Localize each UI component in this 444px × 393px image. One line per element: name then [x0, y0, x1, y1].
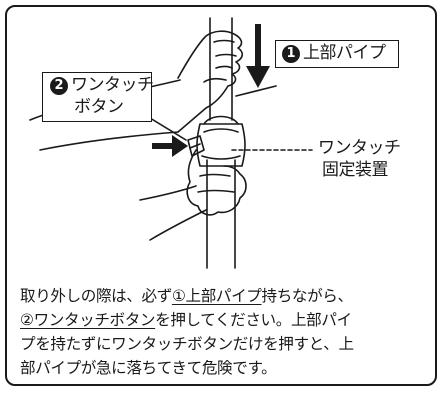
- caption-upper-pipe-ref: ①上部パイプ: [171, 287, 262, 305]
- caption-line-4: 部パイプが急に落ちてきて危険です。: [20, 359, 277, 377]
- down-arrow: [246, 24, 270, 88]
- button-label-text-1: ワンタッチ: [71, 75, 154, 95]
- upper-pipe-text: 上部パイプ: [303, 43, 386, 63]
- caption-button-ref: ②ワンタッチボタン: [20, 311, 156, 329]
- device-label-line1: ワンタッチ: [318, 138, 401, 158]
- caption-line-2: ②ワンタッチボタンを押してください。上部パイ: [20, 311, 352, 329]
- upper-pipe-leader-line: [235, 85, 277, 97]
- push-arrow: [152, 135, 188, 157]
- caption-line-3: プを持たずにワンタッチボタンだけを押すと、上: [20, 335, 354, 353]
- number-2-badge: 2: [50, 77, 68, 95]
- lower-hand: [186, 149, 247, 216]
- caption-line-1: 取り外しの際は、必ず①上部パイプ持ちながら、: [20, 287, 353, 305]
- number-1-badge: 1: [282, 45, 300, 63]
- upper-hand: [177, 30, 244, 133]
- button-leader-line: [149, 117, 187, 141]
- fixing-device: [196, 123, 246, 167]
- one-touch-button: [187, 135, 205, 157]
- caption-text: 取り外しの際は、必ず①上部パイプ持ちながら、 ②ワンタッチボタンを押してください…: [20, 284, 422, 380]
- button-label-line2: ボタン: [74, 97, 124, 117]
- device-label-line2: 固定装置: [322, 160, 389, 180]
- illustration-panel: [5, 5, 437, 386]
